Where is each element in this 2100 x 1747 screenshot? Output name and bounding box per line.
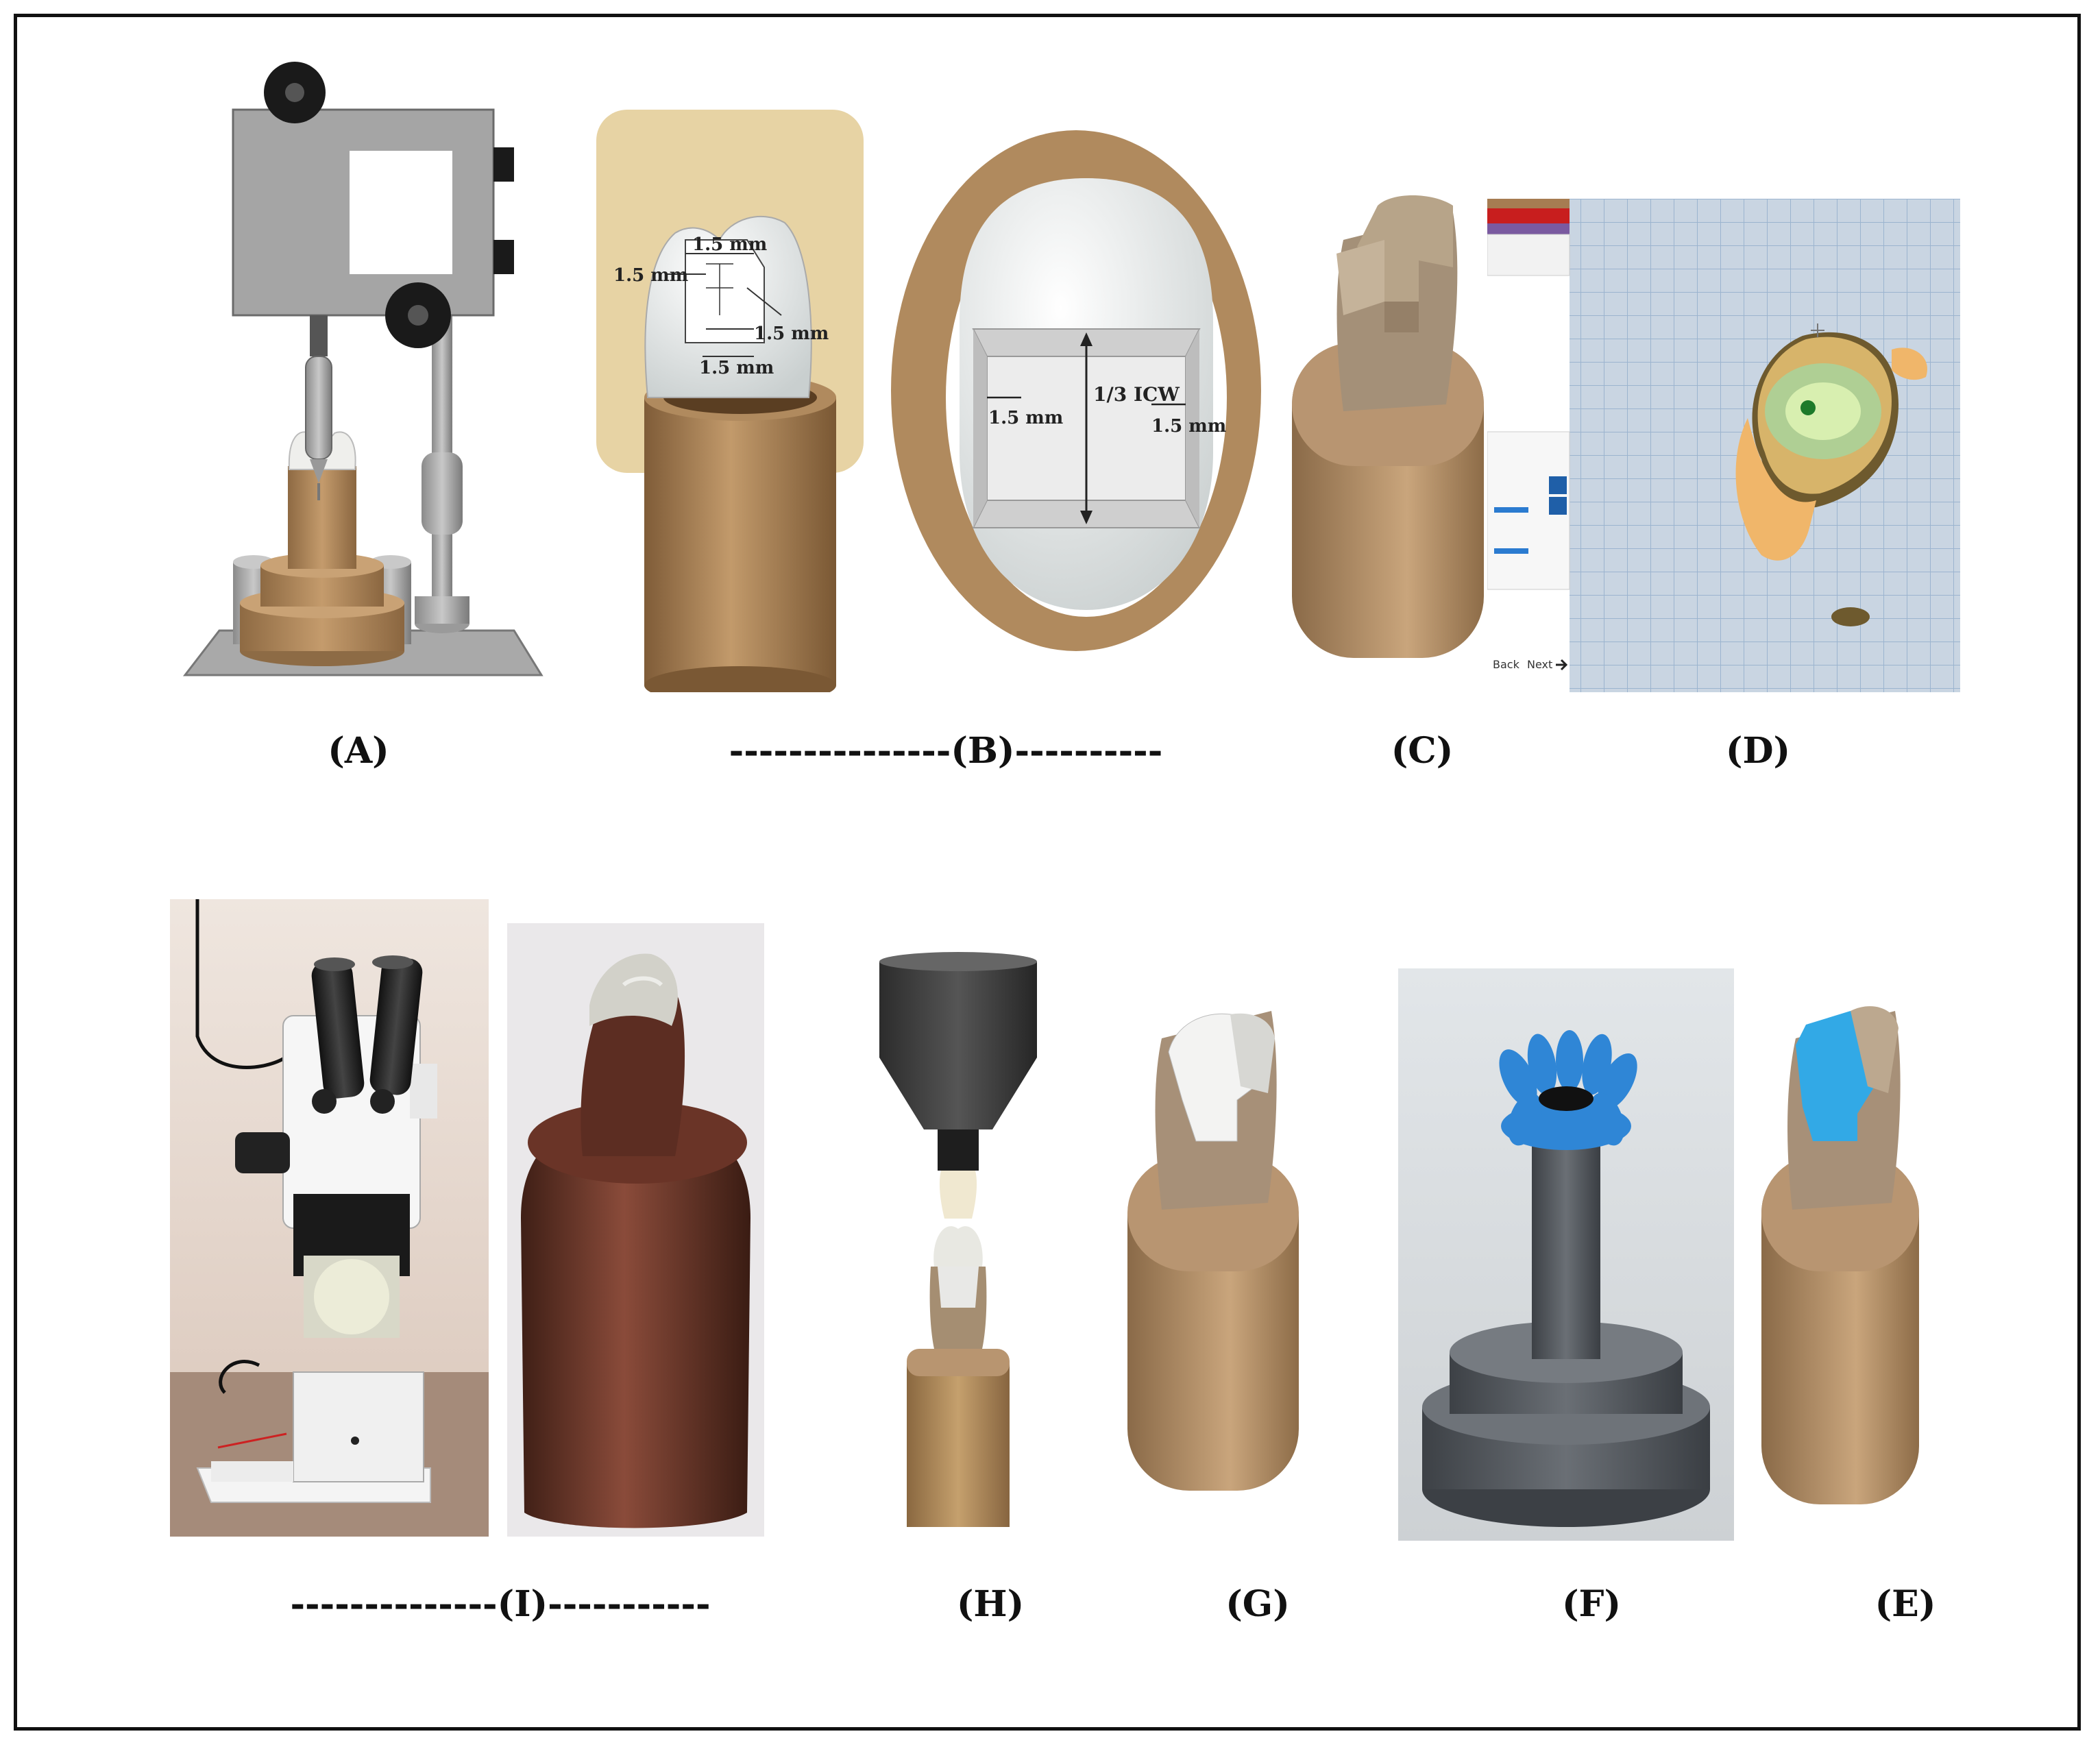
back-button-label[interactable]: Back bbox=[1493, 658, 1520, 671]
panel-e-inlay-pattern bbox=[1755, 990, 1926, 1518]
dim-left-label: 1.5 mm bbox=[613, 265, 688, 286]
dim-icw-label: 1/3 ICW bbox=[1093, 383, 1180, 406]
label-e: (E) bbox=[1875, 1583, 1936, 1625]
panel-d-cad-software: Back Next bbox=[1487, 199, 1960, 692]
label-b: ---------------(B)---------- bbox=[729, 730, 1163, 772]
dim-ring-right-label: 1.5 mm bbox=[1151, 416, 1226, 437]
panel-f-printed-pattern bbox=[1398, 968, 1734, 1541]
label-h: (H) bbox=[956, 1583, 1025, 1625]
panel-a-testing-machine bbox=[158, 55, 569, 692]
arrow-right-icon[interactable] bbox=[1556, 659, 1568, 671]
label-a: (A) bbox=[328, 730, 389, 772]
panel-h-loading-setup bbox=[876, 951, 1040, 1527]
label-c: (C) bbox=[1391, 730, 1454, 772]
dim-bottom-label: 1.5 mm bbox=[699, 358, 774, 378]
label-g: (G) bbox=[1225, 1583, 1290, 1625]
label-d: (D) bbox=[1725, 730, 1791, 772]
panel-i-restored-specimen bbox=[507, 923, 764, 1537]
dim-right-label: 1.5 mm bbox=[754, 323, 829, 344]
dim-ring-left-label: 1.5 mm bbox=[988, 408, 1063, 428]
panel-c-prepared-tooth bbox=[1282, 185, 1494, 692]
panel-g-restored-model bbox=[1121, 997, 1306, 1504]
panel-i-stereomicroscope bbox=[170, 899, 489, 1537]
panel-b-preparation-schematic: 1.5 mm 1.5 mm 1.5 mm 1.5 mm 1/3 ICW 1.5 … bbox=[583, 96, 1275, 692]
label-i: --------------(I)----------- bbox=[290, 1583, 711, 1625]
label-f: (F) bbox=[1561, 1583, 1622, 1625]
next-button-label[interactable]: Next bbox=[1527, 658, 1552, 671]
dim-top-label: 1.5 mm bbox=[692, 234, 767, 255]
